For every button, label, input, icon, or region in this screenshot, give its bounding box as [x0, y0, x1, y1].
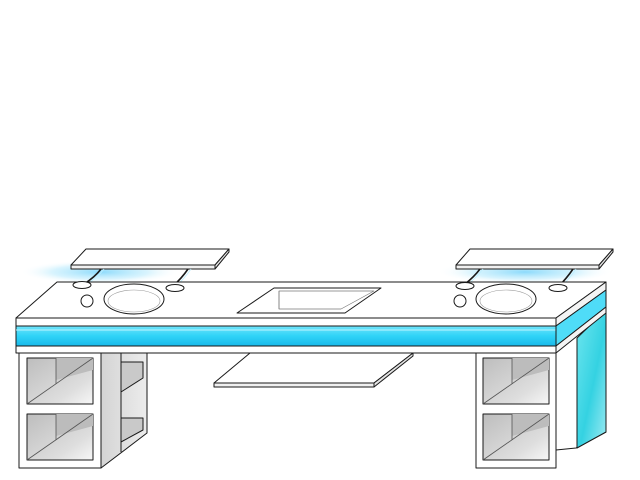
right-cabinet — [475, 352, 557, 469]
left-cabinet — [18, 352, 148, 469]
right-basin — [475, 283, 537, 315]
lower-glass-shelf — [213, 352, 414, 388]
faucet-holes — [72, 281, 568, 308]
countertop-led-strip — [15, 325, 557, 347]
left-basin — [103, 283, 165, 315]
center-trough — [236, 287, 382, 314]
